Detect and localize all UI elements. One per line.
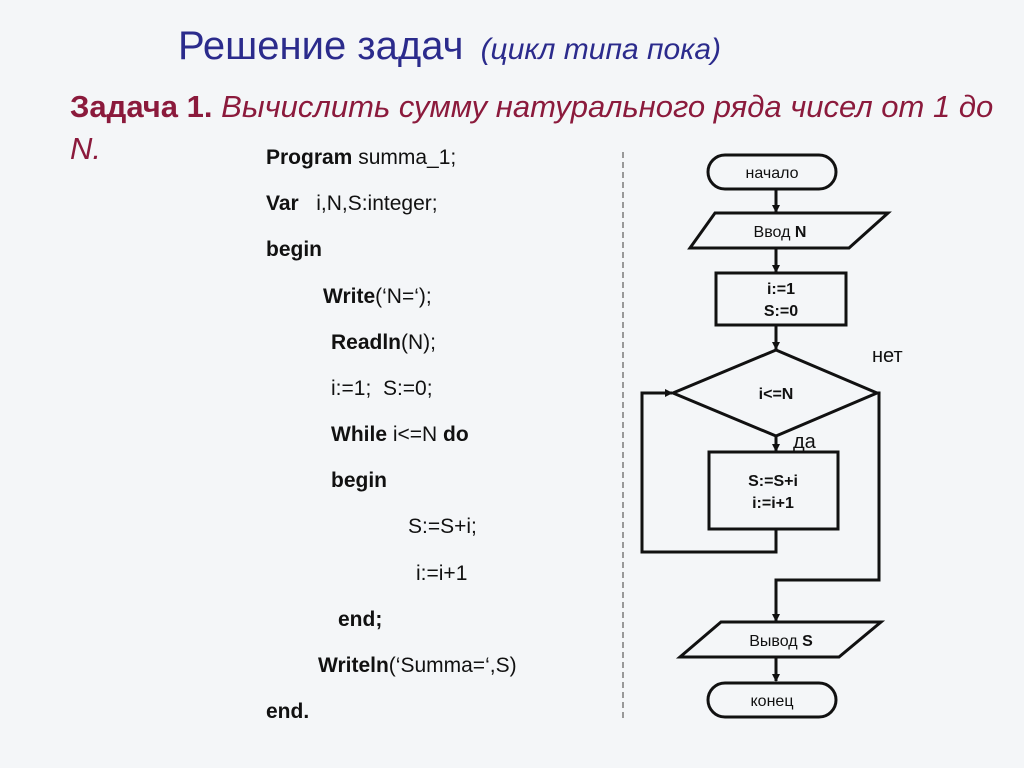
code-keyword: end. [266, 700, 310, 723]
code-keyword: Write [323, 285, 376, 308]
code-line: Var i,N,S:integer; [266, 192, 438, 216]
code-line: Writeln(‘Summa=‘,S) [318, 654, 517, 678]
task-statement: Задача 1. Вычислить сумму натурального р… [70, 86, 1020, 170]
output-parallelogram [675, 620, 886, 659]
code-line: i:=1; S:=0; [331, 377, 433, 401]
end-label: конец [751, 693, 794, 710]
code-text: (N); [401, 331, 437, 354]
code-keyword: begin [331, 469, 387, 492]
task-label: Задача 1. [70, 89, 213, 124]
code-keyword: do [443, 423, 469, 446]
code-line: S:=S+i; [408, 515, 477, 539]
code-text: i,N,S:integer; [298, 192, 438, 215]
code-keyword: end; [338, 608, 383, 631]
code-keyword: Var [266, 192, 299, 215]
code-keyword: Writeln [318, 654, 389, 677]
input-var: N [795, 224, 807, 241]
code-text: i<=N [387, 423, 444, 446]
code-text: i:=i+1 [416, 562, 468, 585]
code-text: S:=S+i; [408, 515, 477, 538]
code-line: Readln(N); [331, 331, 436, 355]
code-keyword: Program [266, 146, 353, 169]
code-line: i:=i+1 [416, 562, 467, 586]
loop-back-line [640, 389, 778, 554]
condition-label: i<=N [759, 386, 794, 403]
yes-label: да [793, 431, 817, 453]
init-line: S:=0 [764, 303, 798, 320]
code-line: begin [266, 238, 322, 262]
start-label: начало [745, 165, 798, 182]
output-text: Вывод [749, 633, 798, 650]
body-line: S:=S+i [748, 473, 798, 490]
output-var: S [802, 633, 813, 650]
code-line: While i<=N do [331, 423, 469, 447]
code-text: i:=1; S:=0; [331, 377, 433, 400]
no-branch-line [772, 391, 881, 622]
no-label: нет [872, 345, 903, 367]
end-terminal [706, 681, 838, 719]
code-line: end; [338, 608, 382, 632]
code-keyword: While [331, 423, 387, 446]
body-process [707, 450, 840, 531]
divider [622, 152, 624, 718]
body-line: i:=i+1 [752, 495, 794, 512]
title-sub: (цикл типа пока) [480, 33, 722, 66]
code-line: Program summa_1; [266, 146, 456, 170]
output-label: Вывод S [749, 633, 813, 650]
title-main: Решение задач [178, 24, 464, 68]
start-terminal [706, 153, 838, 191]
init-line: i:=1 [767, 281, 795, 298]
input-parallelogram [687, 211, 892, 250]
code-text: (‘Summa=‘,S) [388, 654, 517, 677]
code-line: Write(‘N=‘); [323, 285, 432, 309]
task-text: Вычислить сумму натурального ряда чисел … [70, 89, 994, 166]
code-text: (‘N=‘); [375, 285, 432, 308]
code-text: summa_1; [352, 146, 457, 169]
code-keyword: begin [266, 238, 322, 261]
input-label: Ввод N [754, 224, 807, 241]
code-line: begin [331, 469, 387, 493]
code-line: end. [266, 700, 309, 724]
code-keyword: Readln [331, 331, 402, 354]
input-text: Ввод [754, 224, 792, 241]
page-title: Решение задач (цикл типа пока) [178, 24, 721, 69]
init-process [714, 271, 848, 327]
